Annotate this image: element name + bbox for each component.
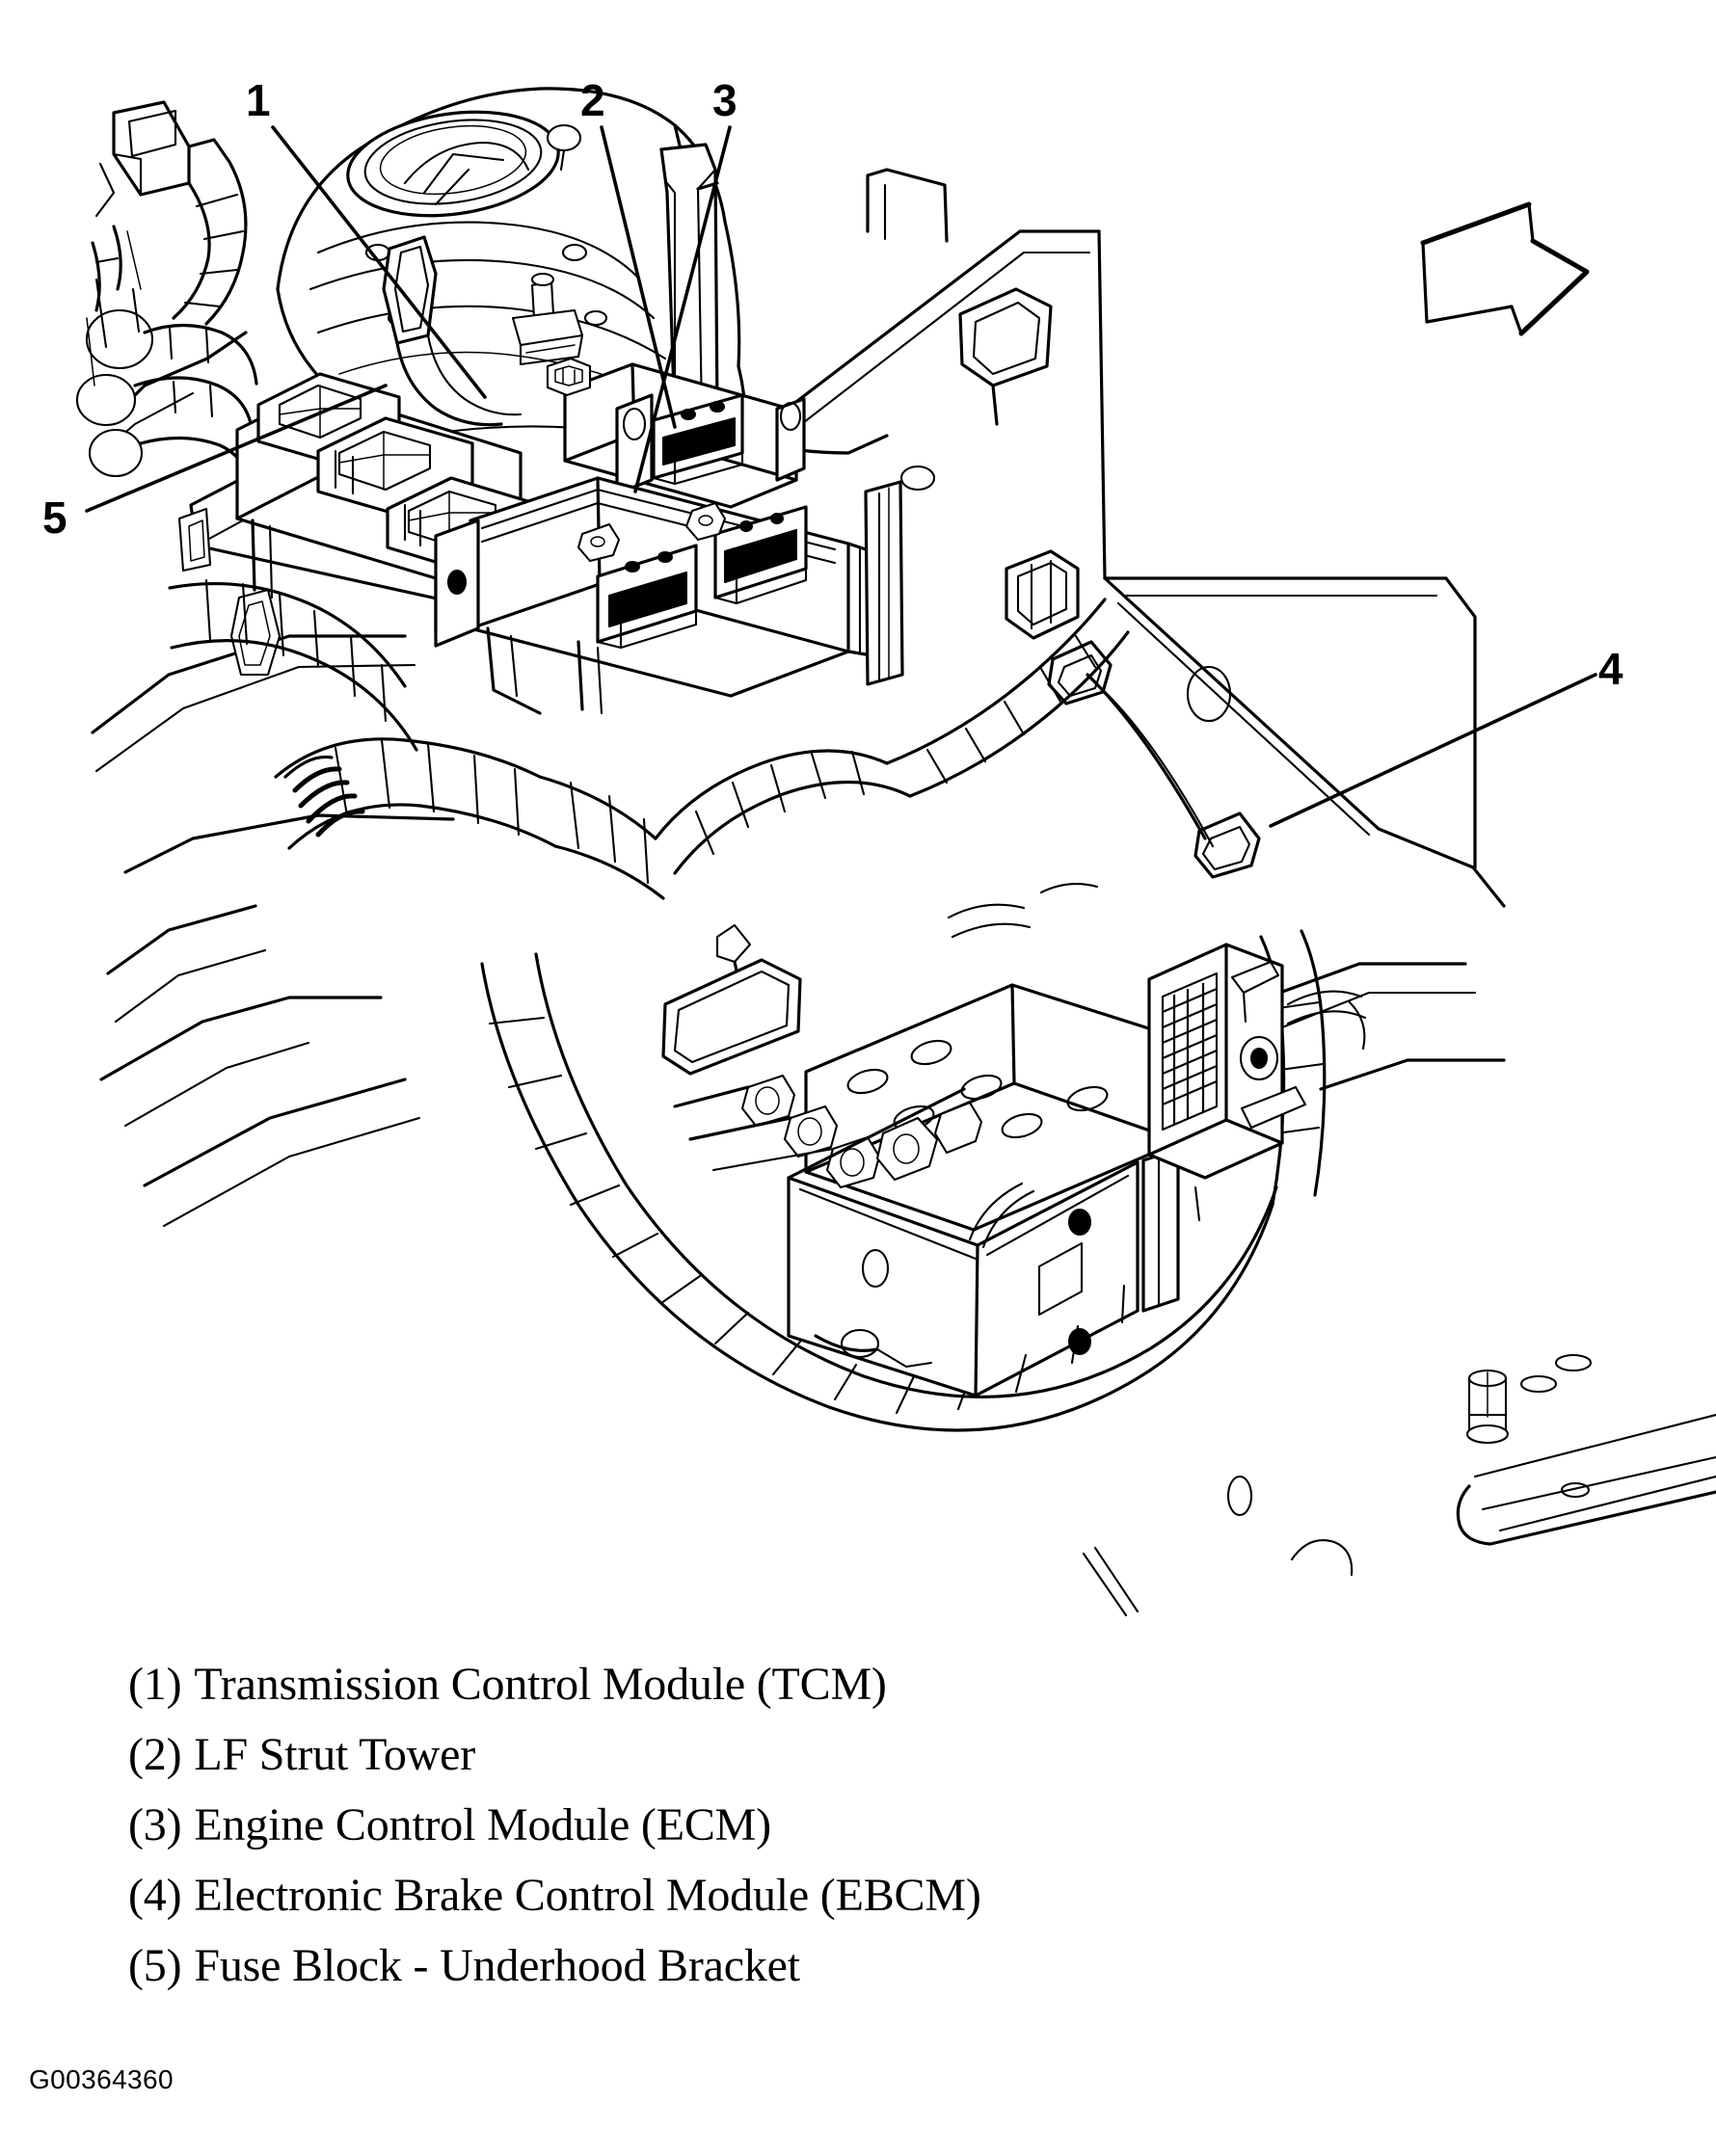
legend-index-2: (2)	[128, 1729, 182, 1780]
callout-number-3: 3	[712, 75, 737, 125]
upper-left-hoses-group	[75, 100, 258, 484]
legend-index-1: (1)	[128, 1659, 182, 1710]
legend-item-3: (3)Engine Control Module (ECM)	[128, 1802, 771, 1849]
transmission-control-module-group	[546, 357, 806, 509]
legend-item-2: (2)LF Strut Tower	[128, 1732, 475, 1778]
engine-control-module-group	[434, 476, 904, 715]
legend-text-2: LF Strut Tower	[194, 1729, 475, 1780]
legend-item-5: (5)Fuse Block - Underhood Bracket	[128, 1943, 800, 1989]
body-sheetmetal-group	[91, 331, 455, 1228]
legend-text-3: Engine Control Module (ECM)	[194, 1799, 771, 1850]
callout-number-2: 2	[580, 75, 605, 125]
legend-index-3: (3)	[128, 1799, 182, 1850]
legend-text-5: Fuse Block - Underhood Bracket	[194, 1940, 800, 1991]
bottom-center-marks-group	[1082, 1475, 1354, 1617]
callout-number-5: 5	[42, 492, 67, 543]
figure-id-label: G00364360	[29, 2064, 174, 2094]
legend-item-4: (4)Electronic Brake Control Module (EBCM…	[128, 1873, 981, 1919]
bottom-right-hardware-group	[1456, 1353, 1716, 1546]
ebcm-connector-group	[1147, 943, 1367, 1180]
strut-tower-panel-group	[659, 123, 1506, 1091]
legend-list: (1)Transmission Control Module (TCM) (2)…	[0, 1638, 1716, 2024]
legend-text-1: Transmission Control Module (TCM)	[194, 1659, 887, 1710]
wiring-harness-group	[168, 549, 1327, 1432]
legend-index-4: (4)	[128, 1870, 182, 1921]
callout-leaders	[85, 125, 1597, 828]
component-location-diagram: 1 2 3 4 5	[42, 75, 1716, 1617]
callout-number-4: 4	[1598, 644, 1623, 694]
legend-text-4: Electronic Brake Control Module (EBCM)	[194, 1870, 981, 1921]
callout-number-1: 1	[246, 75, 271, 125]
callout-numbers: 1 2 3 4 5	[42, 75, 1623, 694]
diagram-line-art: 1 2 3 4 5	[42, 75, 1716, 1617]
direction-arrow	[1420, 201, 1590, 336]
legend-index-5: (5)	[128, 1940, 182, 1991]
electronic-brake-control-module-group	[661, 958, 1184, 1397]
legend-item-1: (1)Transmission Control Module (TCM)	[128, 1662, 887, 1708]
